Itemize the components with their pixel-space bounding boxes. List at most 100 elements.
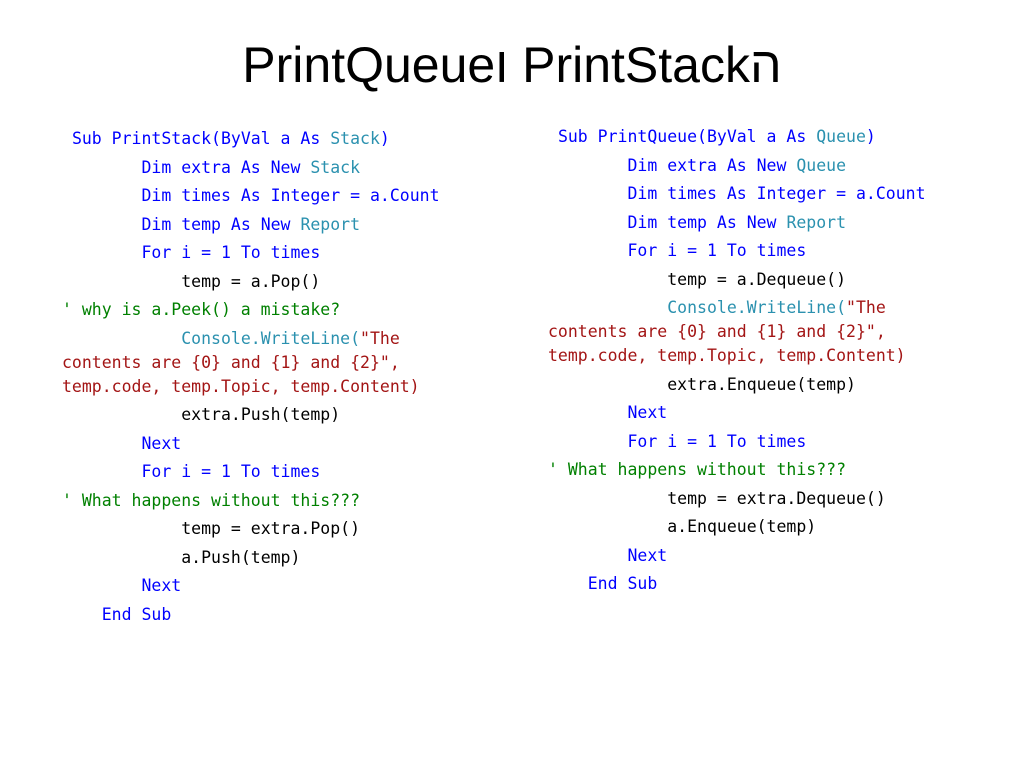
code-token-keyword: ) [865,127,876,146]
code-indent [62,186,141,205]
code-token-keyword: Next [627,403,668,422]
code-indent [548,184,627,203]
code-line: a.Push(temp) [62,546,482,570]
code-token-comment: ' What happens without this??? [62,490,361,510]
code-indent [548,403,627,422]
code-line: Dim temp As New Report [548,211,973,235]
code-line: Next [62,574,482,598]
code-token-plain: temp = extra.Pop() [181,519,361,538]
print-queue-code-block: Sub PrintQueue(ByVal a As Queue) Dim ext… [548,125,973,596]
code-line: Next [62,432,482,456]
code-token-plain: extra.Enqueue(temp) [667,374,856,394]
code-token-plain: temp = a.Dequeue() [667,269,847,289]
code-token-keyword: For i = 1 To times [627,431,807,451]
code-indent [62,129,72,148]
code-token-keyword: For i = 1 To times [141,462,321,481]
code-indent [62,329,181,348]
code-token-type: Report [300,214,361,234]
code-line: Console.WriteLine("The contents are {0} … [548,296,973,368]
code-token-keyword: Dim extra As New [627,155,797,175]
code-line: Dim extra As New Queue [548,154,973,178]
code-line: End Sub [548,572,973,596]
code-token-type: Stack [310,157,361,177]
code-indent [62,434,141,453]
slide-title: PrintQueueו PrintStackה [242,37,782,93]
code-token-type: Console.WriteLine( [667,298,847,317]
code-token-comment: ' What happens without this??? [548,460,847,479]
code-token-string: "The contents are {0} and {1} and {2}", … [548,298,906,365]
code-token-keyword: Dim times As Integer = a.Count [141,186,440,205]
code-indent [548,127,558,146]
code-line: a.Enqueue(temp) [548,515,973,539]
code-token-plain: temp = extra.Dequeue() [667,488,886,508]
code-token-keyword: Next [141,576,182,595]
code-token-keyword: Sub PrintQueue(ByVal a As [557,127,817,146]
code-token-type: Queue [816,127,866,146]
code-line: temp = a.Dequeue() [548,268,973,292]
code-indent [62,215,141,234]
code-token-keyword: Dim temp As New [141,214,301,234]
code-indent [548,156,627,175]
code-indent [62,576,141,595]
code-indent [62,548,181,567]
code-token-keyword: ) [379,129,390,148]
code-line: Dim temp As New Report [62,213,482,237]
code-token-keyword: For i = 1 To times [627,241,807,260]
code-line: Console.WriteLine("The contents are {0} … [62,327,482,399]
code-token-keyword: For i = 1 To times [141,243,321,262]
code-line: temp = extra.Dequeue() [548,487,973,511]
code-token-keyword: Next [141,433,182,453]
code-token-keyword: Dim extra As New [141,157,311,177]
code-line: extra.Enqueue(temp) [548,373,973,397]
code-line: For i = 1 To times [62,241,482,265]
code-indent [62,462,141,481]
code-indent [548,489,667,508]
code-line: For i = 1 To times [62,460,482,484]
code-indent [548,432,627,451]
code-indent [62,158,141,177]
code-indent [62,405,181,424]
code-line: temp = a.Pop() [62,270,482,294]
code-token-type: Queue [796,155,847,175]
code-token-keyword: Sub PrintStack(ByVal a As [71,129,331,148]
code-token-plain: extra.Push(temp) [181,405,341,424]
code-token-string: "The contents are {0} and {1} and {2}", … [62,328,420,396]
code-indent [62,605,102,624]
code-line: ' What happens without this??? [548,458,973,482]
code-indent [548,574,588,593]
code-token-keyword: Next [627,545,668,565]
code-line: Dim extra As New Stack [62,156,482,180]
code-token-comment: ' why is a.Peek() a mistake? [62,300,341,319]
code-line: Dim times As Integer = a.Count [548,182,973,206]
code-line: Sub PrintStack(ByVal a As Stack) [62,127,482,151]
code-line: ' why is a.Peek() a mistake? [62,298,482,322]
code-line: ' What happens without this??? [62,489,482,513]
code-token-keyword: End Sub [101,604,172,624]
code-line: temp = extra.Pop() [62,517,482,541]
code-token-keyword: Dim temp As New [627,212,787,232]
code-token-keyword: End Sub [587,574,658,593]
code-line: extra.Push(temp) [62,403,482,427]
code-line: Next [548,401,973,425]
code-indent [62,272,181,291]
code-line: For i = 1 To times [548,430,973,454]
code-indent [62,243,141,262]
code-line: For i = 1 To times [548,239,973,263]
code-indent [548,241,627,260]
code-token-type: Console.WriteLine( [181,328,361,348]
code-token-type: Stack [330,129,380,148]
code-token-plain: a.Enqueue(temp) [667,517,817,536]
code-indent [548,298,667,317]
code-line: End Sub [62,603,482,627]
code-token-keyword: Dim times As Integer = a.Count [627,184,926,203]
code-indent [62,519,181,538]
code-line: Dim times As Integer = a.Count [62,184,482,208]
code-token-type: Report [786,212,847,232]
code-indent [548,546,627,565]
print-stack-code-block: Sub PrintStack(ByVal a As Stack) Dim ext… [62,127,482,627]
code-token-plain: temp = a.Pop() [181,271,321,291]
code-indent [548,375,667,394]
code-indent [548,270,667,289]
code-indent [548,517,667,536]
code-line: Sub PrintQueue(ByVal a As Queue) [548,125,973,149]
